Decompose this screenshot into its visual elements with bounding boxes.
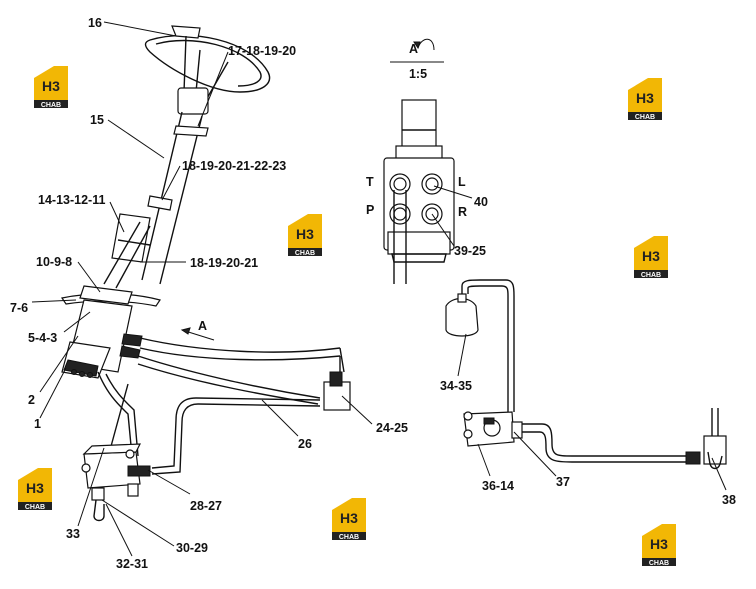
port-label-p: P — [366, 203, 374, 217]
watermark-logo-subtext: CHAB — [649, 560, 669, 567]
leader-lines — [31, 21, 727, 557]
callout-7-6: 7-6 — [10, 301, 28, 315]
watermark-logo-shape — [642, 524, 676, 558]
callout-33: 33 — [66, 527, 80, 541]
callout-10-9-8: 10-9-8 — [36, 255, 72, 269]
watermark-logo-text: H3 — [42, 78, 60, 94]
watermark-logo-shape — [332, 498, 366, 532]
watermark-logo-shape — [628, 78, 662, 112]
watermark-logo-text: H3 — [296, 226, 314, 242]
watermark-logo-band — [628, 112, 662, 120]
watermark-logo-shape — [34, 66, 68, 100]
watermark-logo-subtext: CHAB — [41, 102, 61, 109]
right-assembly — [445, 279, 727, 470]
callout-18-19-20-21: 18-19-20-21 — [190, 256, 258, 270]
callout-5-4-3: 5-4-3 — [28, 331, 57, 345]
watermark-logo-text: H3 — [650, 536, 668, 552]
hydraulic-lines — [97, 337, 351, 475]
watermark-logo-subtext: CHAB — [641, 272, 661, 279]
callout-39-25: 39-25 — [454, 244, 486, 258]
callout-24-25: 24-25 — [376, 421, 408, 435]
callout-17-18-19-20: 17-18-19-20 — [228, 44, 296, 58]
watermark-logo-band — [642, 558, 676, 566]
watermark-logo-shape — [18, 468, 52, 502]
callout-36-14: 36-14 — [482, 479, 514, 493]
watermark-logo-text: H3 — [642, 248, 660, 264]
callout-2: 2 — [28, 393, 35, 407]
watermark-logo-band — [634, 270, 668, 278]
callout-26: 26 — [298, 437, 312, 451]
watermark-logo-text: H3 — [26, 480, 44, 496]
priority-valve — [81, 443, 151, 522]
watermark-logo-shape — [288, 214, 322, 248]
callout-37: 37 — [556, 475, 570, 489]
callout-16: 16 — [88, 16, 102, 30]
steering-column — [61, 111, 209, 379]
watermark-logo-text: H3 — [636, 90, 654, 106]
callout-1: 1 — [34, 417, 41, 431]
watermark-logo-text: H3 — [340, 510, 358, 526]
callout-40: 40 — [474, 195, 488, 209]
labels: A 1:5 T P L R A 16 17-18-19-20 15 18-19-… — [10, 16, 736, 571]
view-arrow-label: A — [198, 319, 207, 333]
steering-wheel — [144, 25, 271, 115]
port-label-t: T — [366, 175, 374, 189]
watermark-logo-subtext: CHAB — [635, 114, 655, 121]
detail-view — [383, 38, 455, 284]
view-label: A — [409, 42, 418, 56]
callout-14-13-12-11: 14-13-12-11 — [38, 193, 105, 207]
callout-30-29: 30-29 — [176, 541, 208, 555]
port-label-l: L — [458, 175, 466, 189]
watermark-logo-band — [18, 502, 52, 510]
callout-32-31: 32-31 — [116, 557, 148, 571]
watermark-logo-band — [34, 100, 68, 108]
port-label-r: R — [458, 205, 467, 219]
scale-label: 1:5 — [409, 67, 427, 81]
callout-38: 38 — [722, 493, 736, 507]
watermark-logo-shape — [634, 236, 668, 270]
view-arrow — [180, 327, 215, 341]
callout-34-35: 34-35 — [440, 379, 472, 393]
watermark-logo-subtext: CHAB — [295, 250, 315, 257]
callout-18-19-20-21-22-23: 18-19-20-21-22-23 — [182, 159, 286, 173]
callout-15: 15 — [90, 113, 104, 127]
watermark-logo-band — [288, 248, 322, 256]
watermark-logo-subtext: CHAB — [25, 504, 45, 511]
watermark-logo-band — [332, 532, 366, 540]
callout-28-27: 28-27 — [190, 499, 222, 513]
watermark-logo-subtext: CHAB — [339, 534, 359, 541]
